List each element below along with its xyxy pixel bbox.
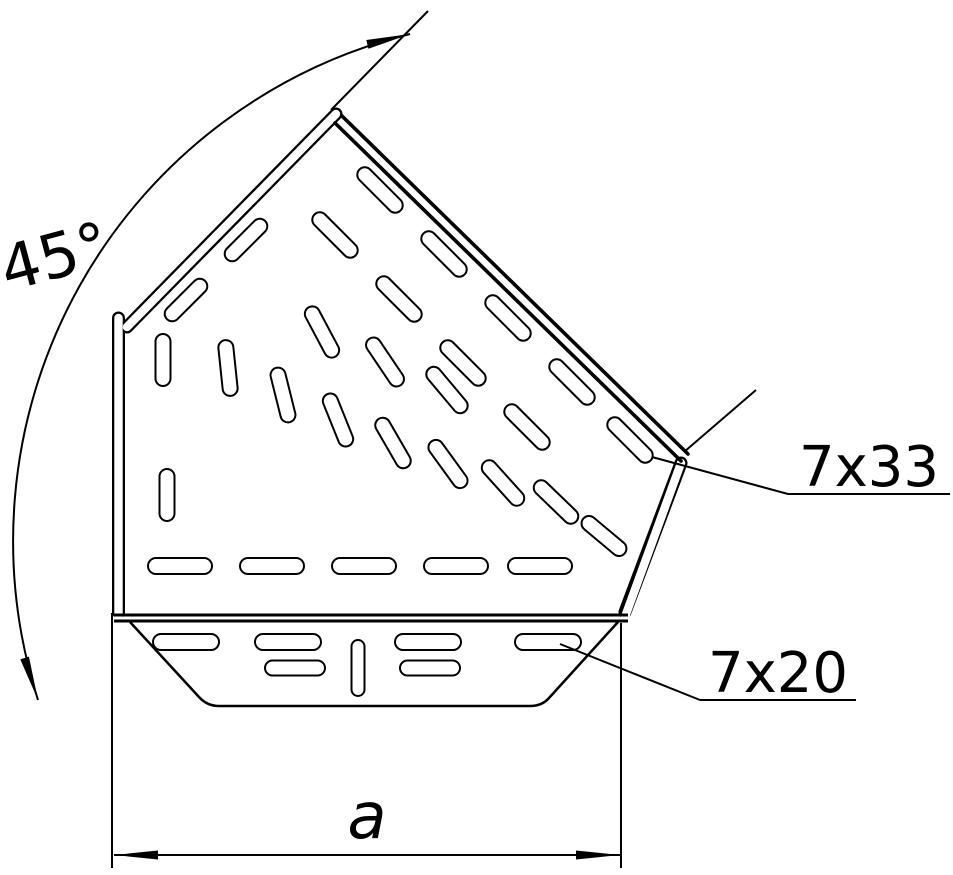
perforation-slot (374, 416, 412, 470)
bottom-fold-line (114, 613, 628, 623)
perforation-slot (269, 366, 297, 424)
upper-left-sidewall-inner (122, 109, 341, 332)
angle-extension-line (330, 10, 429, 111)
leader-7x20 (559, 643, 701, 701)
connector-flap (129, 621, 619, 708)
perforation-slot (321, 392, 355, 448)
perforation-slot (532, 479, 580, 525)
perforation-slot (331, 557, 397, 575)
perforation-slot (484, 294, 532, 342)
perforation-slot (439, 339, 487, 387)
perforation-slot (217, 339, 239, 397)
side-slot-size-label: 7x33 (799, 435, 939, 500)
perforation-slot (480, 459, 526, 507)
leader-7x33 (651, 456, 789, 495)
dimensioning (12, 10, 950, 868)
perforation-slot (375, 275, 423, 323)
perforation-slot (394, 633, 462, 651)
perforation-slot (147, 557, 213, 575)
tray-sidewalls (112, 107, 688, 622)
perforation-slot (158, 468, 176, 522)
perforation-slot (163, 277, 209, 323)
perforation-slot (425, 365, 469, 415)
angle-arrow-bottom-icon (20, 656, 38, 700)
perforation-slot (365, 336, 405, 388)
perforation-slot (399, 659, 461, 677)
perforation-slot (548, 358, 596, 406)
perforation-slot (423, 557, 489, 575)
angled-opening-edge (333, 114, 690, 463)
perforation-slot (507, 557, 573, 575)
perforation-slot (264, 659, 326, 677)
right-sidewall-inner (620, 458, 686, 622)
opening-edge-outer (340, 114, 690, 456)
perforation-slot (152, 633, 220, 651)
perforation-slot (303, 305, 341, 359)
bottom-slot-size-label: 7x20 (708, 641, 848, 706)
perforation-slot (580, 514, 628, 558)
angle-arrow-top-icon (366, 34, 410, 49)
perforation-slot (350, 639, 366, 697)
perforation-slot (427, 438, 469, 490)
dim-arrow-left-icon (114, 850, 158, 860)
perforation-slot (606, 416, 654, 464)
width-dimension-label: a (347, 780, 386, 854)
perforation-slot (223, 217, 269, 263)
perforation-slot (239, 557, 305, 575)
perforation-slot (503, 403, 551, 451)
perforation-slot (311, 211, 359, 259)
corner-extension-line (683, 389, 757, 453)
perforation-slot (154, 333, 172, 387)
angle-arc (12, 33, 411, 701)
perforation-slot (420, 230, 468, 278)
dim-arrow-right-icon (576, 850, 620, 860)
perforation-slot (356, 166, 404, 214)
opening-edge-inner (333, 121, 683, 463)
perforation-slot (254, 633, 322, 651)
perforation-pattern (147, 166, 654, 697)
angle-dimension-label: 45° (0, 207, 117, 306)
